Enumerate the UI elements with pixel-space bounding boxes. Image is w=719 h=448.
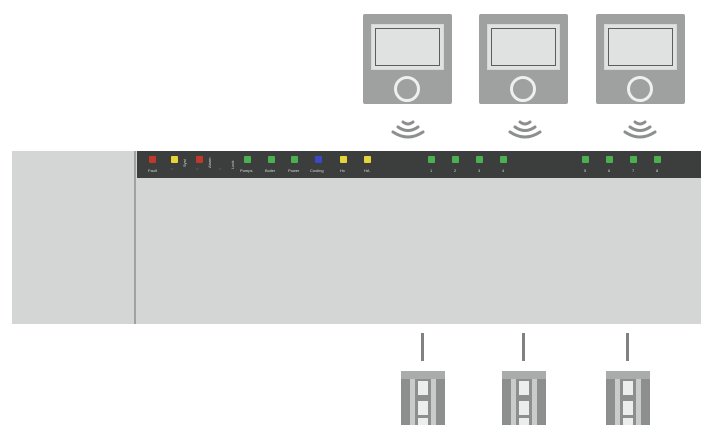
thermostat-display: [604, 24, 677, 70]
power-led: [291, 156, 298, 163]
ha-led: [364, 156, 371, 163]
cooling-label: Cooling: [310, 168, 324, 173]
wiring-center-cover: [12, 151, 136, 324]
zone-4-led: [500, 156, 507, 163]
zone-8-label: 8: [656, 168, 659, 173]
room-thermostat-2: [479, 14, 568, 104]
boiler-led: [268, 156, 275, 163]
lock-button-icon: ○: [219, 166, 222, 171]
thermostat-dial: [627, 76, 653, 102]
syst-led: [171, 156, 178, 163]
zone-3-led: [476, 156, 483, 163]
zone-1-led: [428, 156, 435, 163]
actuator-cable: [522, 333, 525, 361]
zone-8-led: [654, 156, 661, 163]
zone-7-label: 7: [632, 168, 635, 173]
hx-led: [340, 156, 347, 163]
zone-7-led: [630, 156, 637, 163]
pumps-label: Pumps: [240, 168, 253, 173]
alarm-led: [196, 156, 203, 163]
syst-label: Syst: [182, 159, 187, 167]
zone-2-label: 2: [454, 168, 457, 173]
fault-led: [149, 156, 156, 163]
boiler-label: Boiler: [265, 168, 276, 173]
zone-5-label: 5: [584, 168, 587, 173]
zone-2-led: [452, 156, 459, 163]
zone-5-led: [582, 156, 589, 163]
power-label: Power: [288, 168, 300, 173]
thermostat-display: [371, 24, 444, 70]
hx-label: Hx: [340, 168, 345, 173]
ha-label: HA: [364, 168, 370, 173]
alarm-button-icon: ○: [196, 166, 199, 171]
wireless-signal-icon: [391, 120, 425, 139]
thermostat-dial: [510, 76, 536, 102]
room-thermostat-1: [363, 14, 452, 104]
pumps-led: [244, 156, 251, 163]
thermostat-dial: [394, 76, 420, 102]
wireless-signal-icon: [508, 120, 542, 139]
thermostat-display: [487, 24, 560, 70]
alarm-label: Alarm: [207, 157, 212, 168]
valve-actuator-2: [502, 371, 546, 425]
wireless-signal-icon: [623, 120, 657, 139]
zone-6-led: [606, 156, 613, 163]
actuator-cable: [626, 333, 629, 361]
cooling-led: [315, 156, 322, 163]
zone-4-label: 4: [502, 168, 505, 173]
actuator-cable: [421, 333, 424, 361]
valve-actuator-3: [606, 371, 650, 425]
syst-button-icon: ○: [171, 166, 174, 171]
zone-6-label: 6: [608, 168, 611, 173]
room-thermostat-3: [596, 14, 685, 104]
zone-3-label: 3: [478, 168, 481, 173]
fault-label: Fault: [148, 168, 157, 173]
lock-label: Lock: [230, 160, 235, 169]
led-indicator-strip: [137, 151, 701, 178]
valve-actuator-1: [401, 371, 445, 425]
zone-1-label: 1: [430, 168, 433, 173]
